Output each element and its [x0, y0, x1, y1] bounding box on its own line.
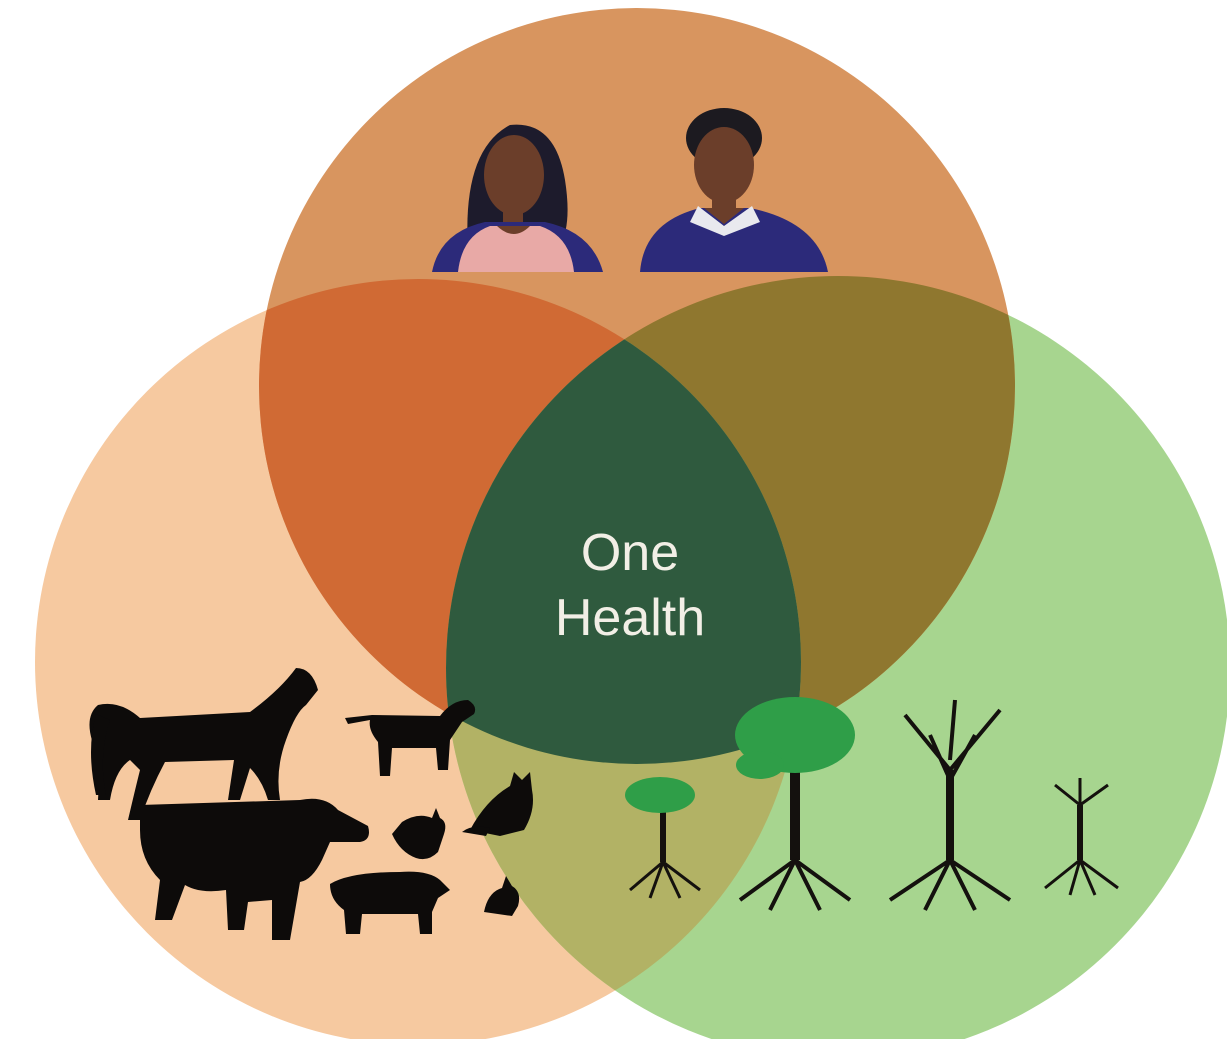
- man-icon: [640, 108, 828, 272]
- center-label-line2: Health: [555, 589, 705, 647]
- one-health-center: [446, 279, 801, 764]
- rabbit-icon: [484, 876, 520, 916]
- tree-icon: [1044, 778, 1119, 896]
- horse-icon: [89, 668, 318, 820]
- center-label-line1: One: [581, 524, 679, 582]
- cat-icon: [462, 772, 533, 836]
- cow-icon: [140, 798, 369, 940]
- tree-icon: [888, 699, 1012, 911]
- pig-icon: [330, 871, 450, 934]
- chicken-icon: [392, 808, 446, 860]
- dog-icon: [345, 700, 476, 776]
- tree-icon: [625, 777, 701, 899]
- tree-icon: [735, 697, 855, 911]
- woman-icon: [432, 124, 603, 272]
